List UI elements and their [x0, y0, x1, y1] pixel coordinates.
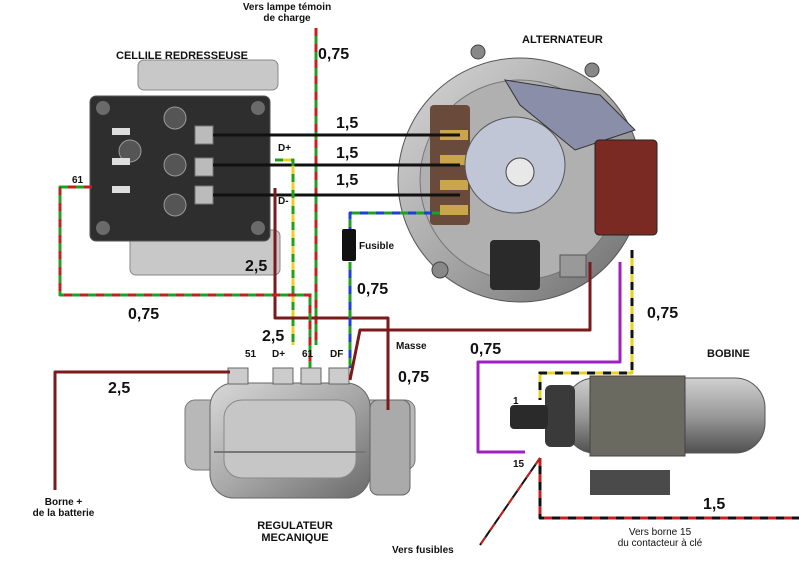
section-coil-feed: 1,5	[703, 496, 726, 513]
alternator-unit	[397, 44, 658, 303]
key-annotation-line1: Vers borne 15	[628, 527, 692, 538]
coil-terminal-15: 15	[513, 459, 525, 470]
rectifier-unit	[89, 59, 281, 276]
section-dfield: 0,75	[470, 341, 502, 358]
ground-annotation: Masse	[396, 341, 427, 352]
battery-annotation-line1: Borne +	[44, 497, 83, 508]
rect-terminal-dminus: D-	[278, 196, 289, 207]
fuse-annotation: Fusible	[359, 241, 395, 252]
section-dminus: 2,5	[245, 258, 268, 275]
reg-terminal-51: 51	[245, 349, 257, 360]
battery-annotation-line2: de la batterie	[32, 508, 95, 519]
wire-dplus-stripe	[275, 158, 295, 345]
section-line-61: 0,75	[128, 306, 160, 323]
alternator-title: ALTERNATEUR	[522, 34, 603, 46]
reg-terminal-61: 61	[302, 349, 314, 360]
section-phase-3: 1,5	[336, 172, 359, 189]
wiring-harness	[53, 28, 799, 546]
battery-annotation: Borne + de la batterie	[16, 497, 111, 519]
rectifier-title: CELLILE REDRESSEUSE	[116, 50, 249, 62]
regulator-title-line1: REGULATEUR	[257, 520, 333, 532]
section-lamp: 0,75	[318, 46, 350, 63]
rect-terminal-61: 61	[72, 175, 84, 186]
key-annotation: Vers borne 15 du contacteur à clé	[590, 527, 730, 549]
coil-title: BOBINE	[707, 348, 750, 360]
wire-fuse-top-stripe	[348, 211, 440, 229]
wire-coil-1-stripe	[538, 250, 634, 400]
reg-terminal-df: DF	[330, 349, 344, 360]
section-fuse-wire: 0,75	[357, 281, 389, 298]
reg-terminal-dplus: D+	[272, 349, 286, 360]
wire-dminus	[273, 188, 390, 410]
wire-fuses-stripe	[479, 457, 541, 546]
coil-unit	[510, 375, 766, 495]
wire-battery	[53, 370, 230, 490]
section-phase-1: 1,5	[336, 115, 359, 132]
wire-coil-violet	[476, 262, 622, 454]
coil-terminal-1: 1	[513, 396, 519, 407]
section-ground: 0,75	[398, 369, 430, 386]
section-dplus: 2,5	[262, 328, 285, 345]
rect-terminal-dplus: D+	[278, 143, 292, 154]
lamp-annotation-line1: Vers lampe témoin	[242, 2, 332, 13]
fuses-annotation: Vers fusibles	[392, 545, 454, 556]
wire-61-stripe	[58, 185, 312, 368]
section-phase-2: 1,5	[336, 145, 359, 162]
regulator-title: REGULATEUR MECANIQUE	[240, 520, 350, 544]
section-battery: 2,5	[108, 380, 131, 397]
wire-coil-feed-stripe	[538, 458, 799, 520]
wire-dfield	[348, 262, 592, 381]
regulator-title-line2: MECANIQUE	[261, 532, 329, 544]
lamp-annotation-line2: de charge	[263, 13, 311, 24]
lamp-annotation: Vers lampe témoin de charge	[222, 2, 352, 24]
section-coil-violet: 0,75	[647, 305, 679, 322]
fuse-symbol	[342, 229, 356, 261]
key-annotation-line2: du contacteur à clé	[617, 538, 703, 549]
regulator-unit	[184, 367, 416, 499]
